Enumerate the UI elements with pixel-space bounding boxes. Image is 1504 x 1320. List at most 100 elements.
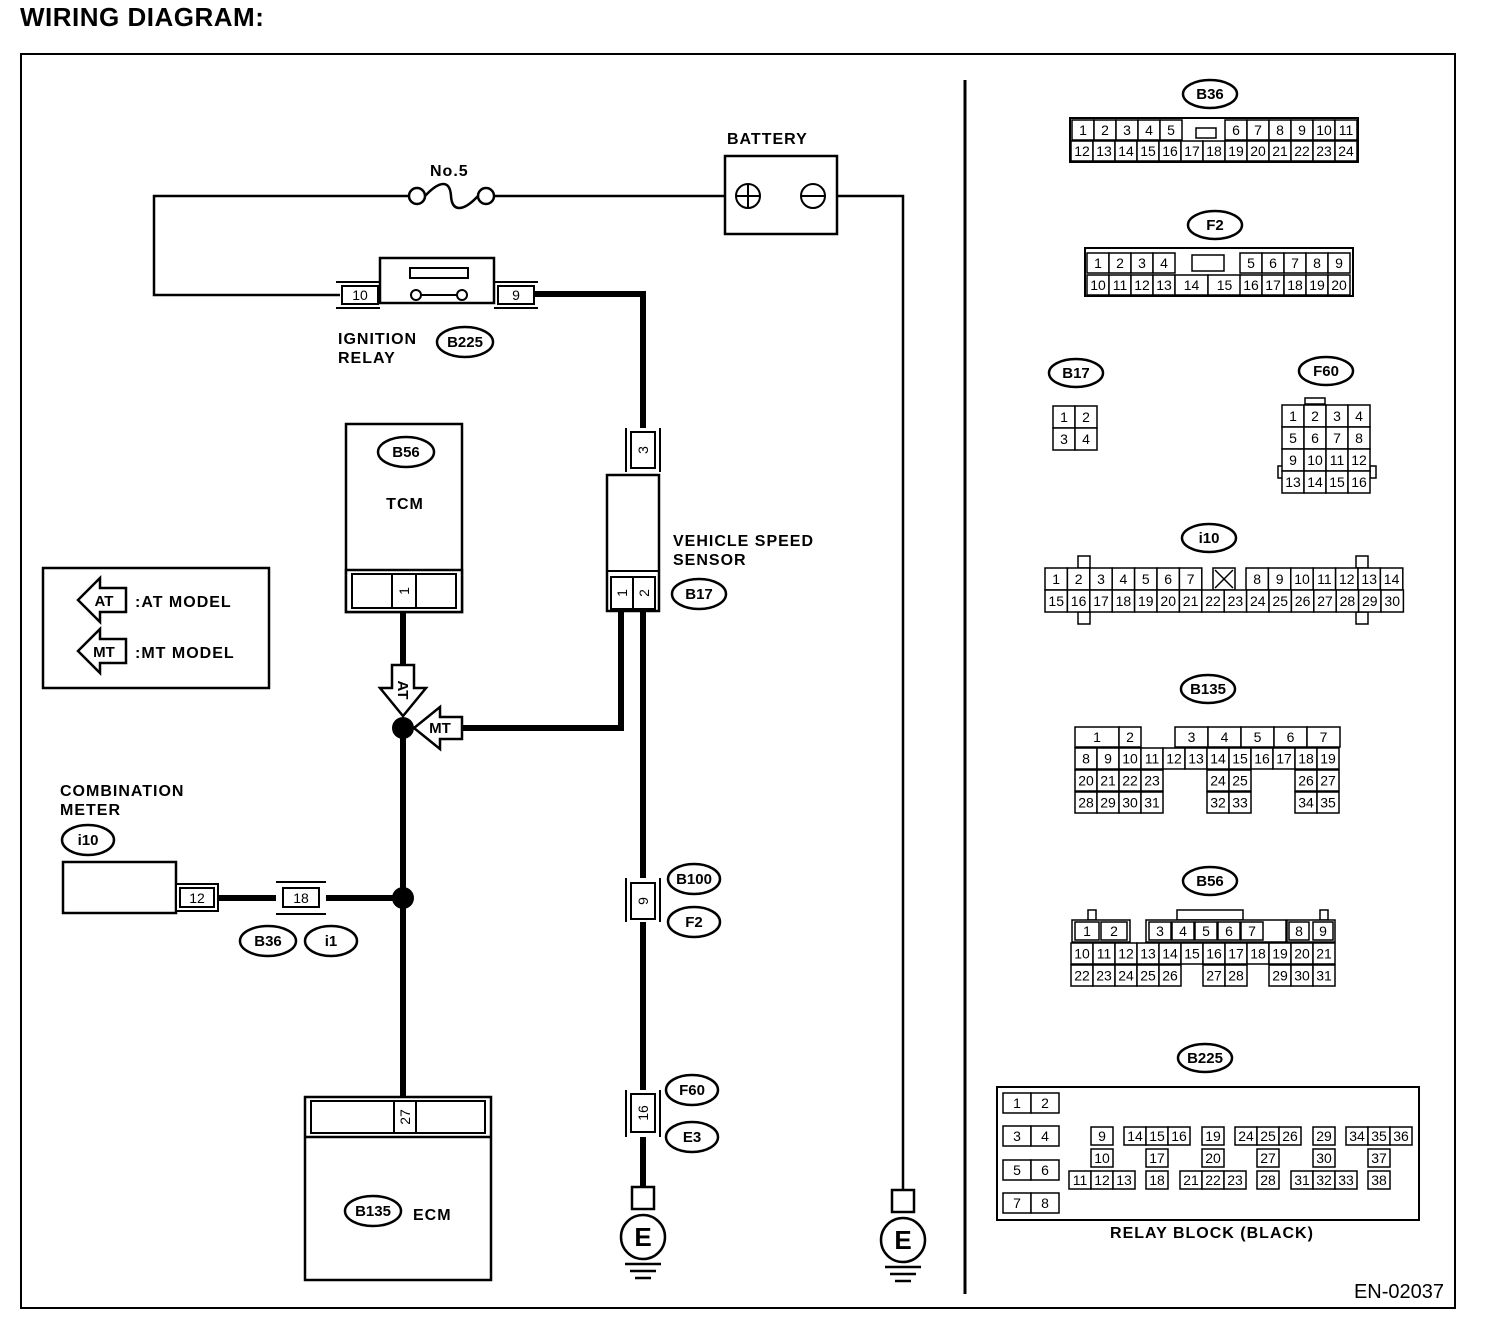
- connector-pin: 4: [1355, 408, 1363, 424]
- connector-pin: 15: [1217, 277, 1233, 293]
- connector-pin: 19: [1228, 143, 1244, 159]
- footer-code: EN-02037: [1354, 1281, 1444, 1303]
- connector-pin: 7: [1333, 430, 1341, 446]
- connector-pin: 28: [1228, 968, 1244, 984]
- connector-pin: 3: [1333, 408, 1341, 424]
- inline-lower-pin-16: 16: [635, 1105, 651, 1121]
- connector-pin: 4: [1221, 729, 1229, 745]
- connector-pin: 2: [1101, 122, 1109, 138]
- connector-badge-b135: B135: [355, 1203, 391, 1220]
- combination-meter: COMBINATION METER i10 12 18 B36 i1: [60, 783, 359, 958]
- connector-pin: 31: [1316, 968, 1332, 984]
- relay-pin-9: 9: [512, 287, 520, 303]
- connector-pin: 5: [1254, 729, 1262, 745]
- connector-pin: 24: [1118, 968, 1134, 984]
- connector-pin: 12: [1094, 1172, 1110, 1188]
- connector-pin: 7: [1254, 122, 1262, 138]
- fuse-no5: No.5: [407, 163, 496, 210]
- connector-pin: 11: [1339, 122, 1354, 138]
- connector-pin: 21: [1272, 143, 1288, 159]
- connector-pin: 24: [1238, 1128, 1254, 1144]
- connector-badge-f2: F2: [685, 914, 703, 931]
- connector-pin: 8: [1355, 430, 1363, 446]
- vehicle-speed-sensor: 3 1 2 VEHICLE SPEED SENSOR B17: [605, 428, 813, 613]
- connector-pin: 28: [1340, 593, 1356, 609]
- connector-pin: 3: [1097, 571, 1105, 587]
- connector-pin: 15: [1184, 946, 1200, 962]
- connector-pin: 6: [1269, 255, 1277, 271]
- connector-pin: 5: [1167, 122, 1175, 138]
- connector-view-badge: F60: [1313, 363, 1339, 380]
- connector-pin: 19: [1138, 593, 1154, 609]
- connector-pin: 11: [1317, 571, 1332, 587]
- connector-pin: 25: [1140, 968, 1156, 984]
- connector-pin: 8: [1041, 1195, 1049, 1211]
- connector-pin: 10: [1307, 452, 1323, 468]
- connector-pin: 20: [1250, 143, 1266, 159]
- connector-pin: 23: [1096, 968, 1112, 984]
- connector-pin: 32: [1210, 795, 1226, 811]
- connector-pin: 16: [1162, 143, 1178, 159]
- connector-pin: 25: [1260, 1128, 1276, 1144]
- connector-badge-i1: i1: [325, 933, 338, 950]
- connector-pin: 34: [1298, 795, 1314, 811]
- connector-pin: 35: [1371, 1128, 1387, 1144]
- connector-pin: 22: [1205, 1172, 1221, 1188]
- inline-connector-f60-e3: 16 F60 E3: [625, 1073, 720, 1154]
- ecm-module: 27 B135 ECM: [303, 1095, 493, 1282]
- mt-arrow-label: MT: [429, 720, 451, 737]
- tcm-pin-1: 1: [396, 587, 412, 595]
- connector-pin: 36: [1393, 1128, 1409, 1144]
- connector-pin: 18: [1116, 593, 1132, 609]
- ground-icon: E: [619, 1185, 667, 1280]
- connector-pin: 8: [1253, 571, 1261, 587]
- legend-at-tag: AT: [95, 593, 114, 610]
- connector-pin: 27: [1317, 593, 1333, 609]
- connector-pin: 20: [1294, 946, 1310, 962]
- connector-pin: 29: [1362, 593, 1378, 609]
- connector-pin: 17: [1265, 277, 1281, 293]
- connector-badge-b225: B225: [447, 334, 483, 351]
- connector-pin: 13: [1096, 143, 1112, 159]
- tcm-module: 1 B56 TCM: [344, 422, 464, 614]
- connector-pin: 18: [1149, 1172, 1165, 1188]
- relay-pin-10: 10: [352, 287, 368, 303]
- connector-pin: 2: [1041, 1095, 1049, 1111]
- connector-pin: 8: [1276, 122, 1284, 138]
- inline-connector-b100-f2: 9 B100 F2: [625, 862, 722, 939]
- ignition-relay-label-2: RELAY: [338, 350, 396, 367]
- connector-pin: 25: [1232, 773, 1248, 789]
- connector-pin: 3: [1060, 431, 1068, 447]
- connector-pin: 3: [1013, 1128, 1021, 1144]
- connector-pin: 4: [1179, 923, 1187, 939]
- connector-pin: 2: [1110, 923, 1118, 939]
- connector-pin: 9: [1289, 452, 1297, 468]
- connector-view-badge: B135: [1190, 681, 1226, 698]
- connector-pin: 6: [1225, 923, 1233, 939]
- connector-pin: 14: [1210, 751, 1226, 767]
- connector-pin: 29: [1272, 968, 1288, 984]
- connector-pin: 24: [1250, 593, 1266, 609]
- connector-pin: 28: [1260, 1172, 1276, 1188]
- legend-mt-tag: MT: [93, 644, 115, 661]
- connector-pin: 17: [1184, 143, 1200, 159]
- connector-pin: 14: [1307, 474, 1323, 490]
- connector-pin: 9: [1276, 571, 1284, 587]
- connector-pin: 18: [1298, 751, 1314, 767]
- connector-pin: 2: [1116, 255, 1124, 271]
- vss-pin-3: 3: [635, 446, 651, 454]
- ground-label: E: [894, 1225, 911, 1255]
- connector-pin: 2: [1311, 408, 1319, 424]
- connector-pin: 9: [1098, 1128, 1106, 1144]
- connector-pin: 27: [1320, 773, 1336, 789]
- connector-pin: 4: [1120, 571, 1128, 587]
- connector-pin: 5: [1142, 571, 1150, 587]
- connector-pin: 2: [1075, 571, 1083, 587]
- connector-pin: 17: [1228, 946, 1244, 962]
- connector-pin: 21: [1316, 946, 1332, 962]
- connector-pin: 1: [1289, 408, 1297, 424]
- inline-upper-pin-9: 9: [635, 897, 651, 905]
- connector-pin: 19: [1320, 751, 1336, 767]
- connector-pin: 20: [1205, 1150, 1221, 1166]
